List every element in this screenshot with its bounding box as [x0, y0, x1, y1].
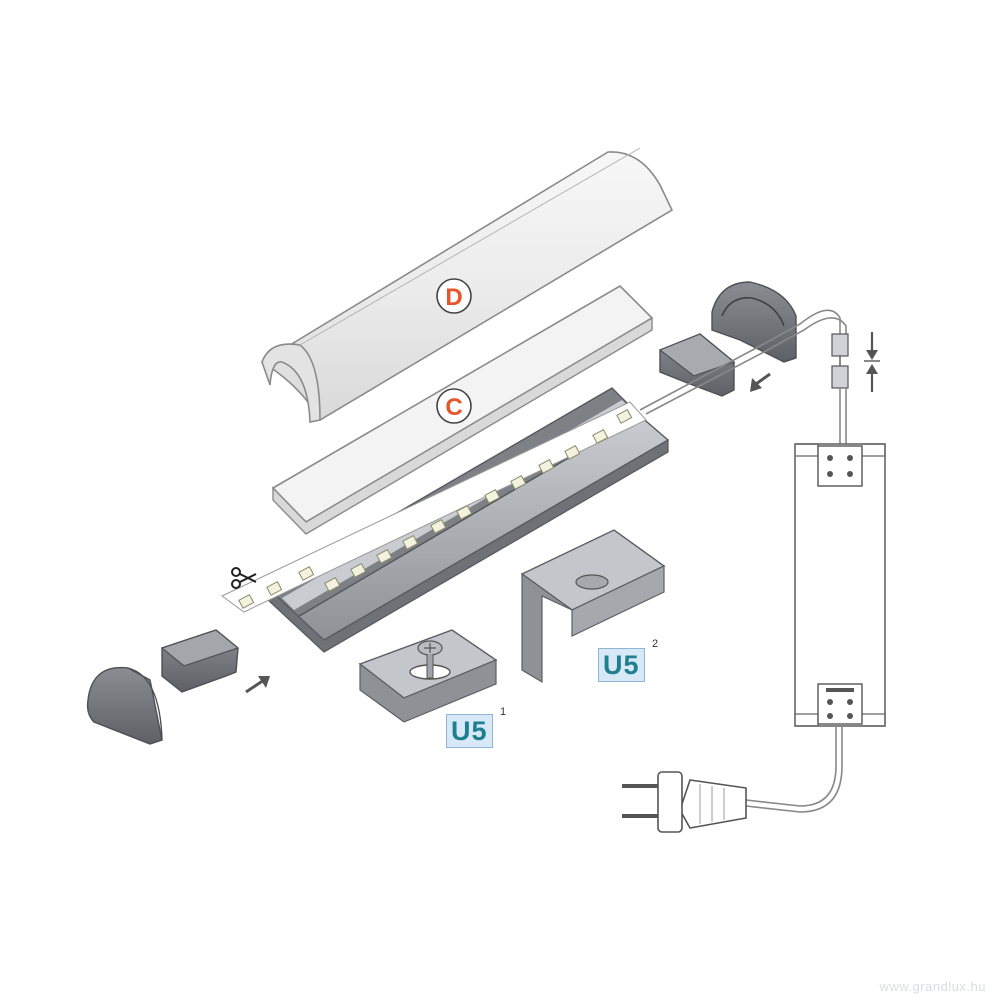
- power-cord: [745, 726, 843, 813]
- label-u5-1-superscript: 1: [500, 706, 507, 718]
- label-u5-2: U5: [598, 648, 645, 682]
- label-u5-1: U5: [446, 714, 493, 748]
- label-c: C: [445, 394, 462, 421]
- end-cap-round-right: [711, 281, 797, 363]
- end-cap-small-right: [658, 333, 736, 397]
- end-cap-small-left: [160, 629, 240, 693]
- power-supply: [794, 443, 886, 727]
- connector: [831, 333, 849, 446]
- watermark: www.grandlux.hu: [879, 979, 986, 994]
- label-u5-2-superscript: 2: [652, 638, 659, 650]
- led-cable: [639, 309, 847, 415]
- compress-arrows-icon: [864, 332, 880, 392]
- label-c-badge: C: [436, 388, 472, 424]
- arrow-icon: [245, 676, 270, 694]
- end-cap-round-left: [86, 666, 163, 745]
- scissors-icon: [231, 567, 257, 589]
- arrow-icon: [750, 372, 771, 392]
- label-d: D: [445, 284, 462, 311]
- plug-icon: [622, 771, 747, 833]
- led-strip: [221, 401, 647, 613]
- label-d-badge: D: [436, 278, 472, 314]
- mounting-bracket-2: [520, 529, 666, 684]
- screw-icon: [417, 640, 443, 679]
